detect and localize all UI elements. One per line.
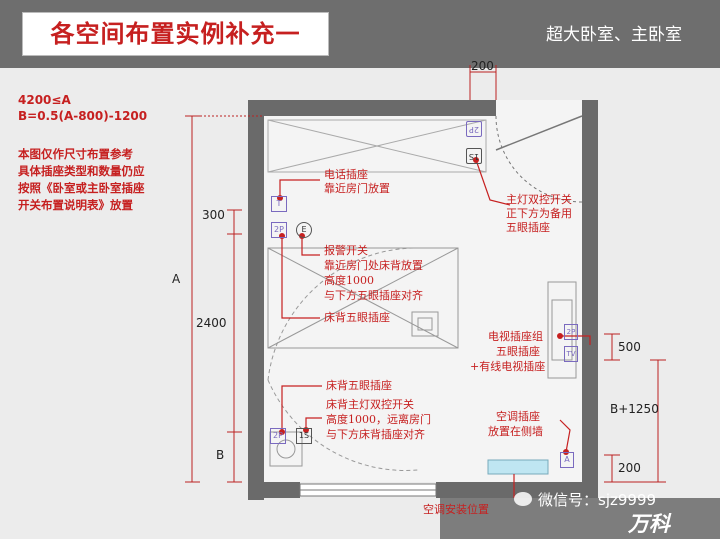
dim-200: 200 xyxy=(618,461,641,475)
dim-a: A xyxy=(172,272,181,286)
switch-symbol-bed: 1S xyxy=(296,428,312,444)
note-line-1: 本图仅作尺寸布置参考 xyxy=(18,147,133,161)
brand-logo: 万科 xyxy=(628,512,670,536)
dimension-lines-right xyxy=(604,333,666,483)
night-stands xyxy=(269,431,303,467)
watermark-strip xyxy=(440,498,720,539)
alarm-symbol: E xyxy=(296,222,312,238)
label-tv-1: 电视插座组 xyxy=(488,330,543,343)
socket-symbol-tv: 2P xyxy=(564,324,578,340)
dim-500: 500 xyxy=(618,340,641,354)
door xyxy=(495,115,583,203)
dim-door-width: 200 xyxy=(471,59,494,73)
label-alarm-2: 靠近房门处床背放置 xyxy=(324,259,423,272)
wechat-icon xyxy=(514,492,532,506)
header-banner: 各空间布置实例补充一 超大卧室、主卧室 xyxy=(0,0,720,68)
watermark-text: 微信号：sjz9999 xyxy=(538,491,657,509)
label-main-switch-3: 五眼插座 xyxy=(506,221,550,234)
page-title: 各空间布置实例补充一 xyxy=(50,19,301,48)
label-alarm-3: 高度1000 xyxy=(324,274,374,287)
socket-symbol-bed-left: 2P xyxy=(271,222,287,238)
dim-2400: 2400 xyxy=(196,316,227,330)
label-main-switch-2: 正下方为备用 xyxy=(506,207,572,220)
label-ac-side-1: 空调插座 xyxy=(496,410,540,423)
label-alarm-1: 报警开关 xyxy=(324,244,368,257)
bed xyxy=(267,247,459,471)
label-tv-3: +有线电视插座 xyxy=(470,360,546,373)
dim-b-plus-1250: B+1250 xyxy=(610,402,659,416)
label-bed-socket-1: 床背五眼插座 xyxy=(324,311,390,324)
dim-b: B xyxy=(216,448,225,462)
dimension-lines-left xyxy=(185,115,264,483)
room-type-label: 超大卧室、主卧室 xyxy=(546,25,682,45)
label-ac-bottom: 空调安装位置 xyxy=(423,503,489,516)
label-ac-side-2: 放置在侧墙 xyxy=(488,425,543,438)
dim-300: 300 xyxy=(202,208,225,222)
room-walls xyxy=(248,100,598,500)
label-tv-2: 五眼插座 xyxy=(496,345,540,358)
tv-cabinet xyxy=(547,281,577,379)
switch-symbol-top: 1S xyxy=(466,148,482,164)
label-phone-2: 靠近房门放置 xyxy=(324,182,390,195)
phone-jack-symbol: T xyxy=(271,196,287,212)
note-line-2: 具体插座类型和数量仍应 xyxy=(18,164,145,178)
socket-symbol-bed-bottom: 2P xyxy=(270,428,286,444)
label-main-switch-1: 主灯双控开关 xyxy=(506,193,572,206)
label-bedside-switch-3: 与下方床背插座对齐 xyxy=(326,428,425,441)
formula-line-2: B=0.5(A-800)-1200 xyxy=(18,109,148,123)
label-bed-socket-2: 床背五眼插座 xyxy=(326,379,392,392)
label-bedside-switch-1: 床背主灯双控开关 xyxy=(326,398,414,411)
leader-lines xyxy=(279,159,591,510)
label-alarm-4: 与下方五眼插座对齐 xyxy=(324,289,423,302)
tv-symbol: TV xyxy=(564,346,578,362)
title-box: 各空间布置实例补充一 xyxy=(22,12,329,56)
ac-unit xyxy=(487,459,549,475)
socket-symbol-top: 2P xyxy=(466,121,482,137)
note-line-3: 按照《卧室或主卧室插座 xyxy=(18,181,145,195)
dimension-line-top xyxy=(469,65,497,100)
label-phone-1: 电话插座 xyxy=(324,168,368,181)
wardrobe-area xyxy=(267,119,487,173)
formula-line-1: 4200≤A xyxy=(18,93,71,107)
ac-socket-symbol: A xyxy=(560,452,574,468)
label-bedside-switch-2: 高度1000，远离房门 xyxy=(326,413,431,426)
note-line-4: 开关布置说明表》放置 xyxy=(18,198,133,212)
